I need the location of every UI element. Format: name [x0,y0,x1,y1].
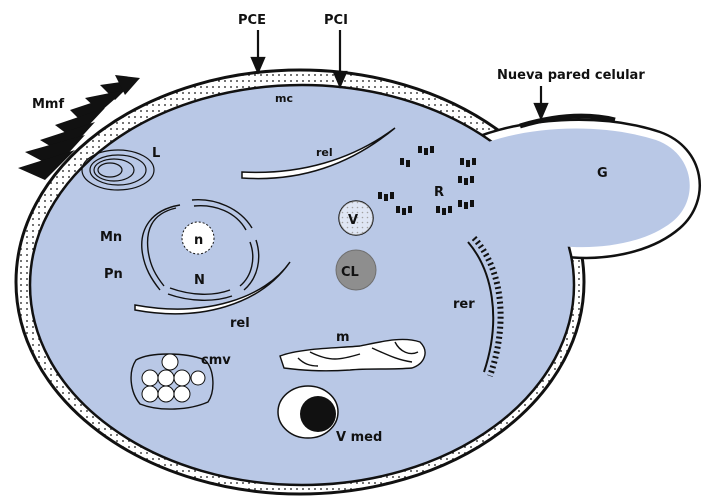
vmed-organelle [278,386,338,438]
label-nucleus: N [194,273,205,288]
label-g: G [597,166,608,181]
label-r: R [434,185,444,200]
label-mmf: Mmf [32,97,64,112]
pce-arrow-head [252,58,264,72]
label-pci: PCI [324,13,348,28]
label-nueva-pared: Nueva pared celular [497,68,645,83]
label-m: m [336,330,350,345]
label-rer: rer [453,297,475,312]
label-cmv: cmv [201,353,231,368]
label-mc: mc [275,92,293,105]
label-l: L [152,146,160,161]
label-cl: CL [341,265,359,280]
label-rel-top: rel [316,146,333,159]
label-v: V [348,213,358,228]
wall-arrow-head [535,104,547,118]
label-pce: PCE [238,13,266,28]
label-nucleolus: n [194,233,203,248]
label-mn: Mn [100,230,122,245]
label-rel-bottom: rel [230,316,250,331]
label-pn: Pn [104,267,123,282]
label-vmed: V med [336,430,382,445]
